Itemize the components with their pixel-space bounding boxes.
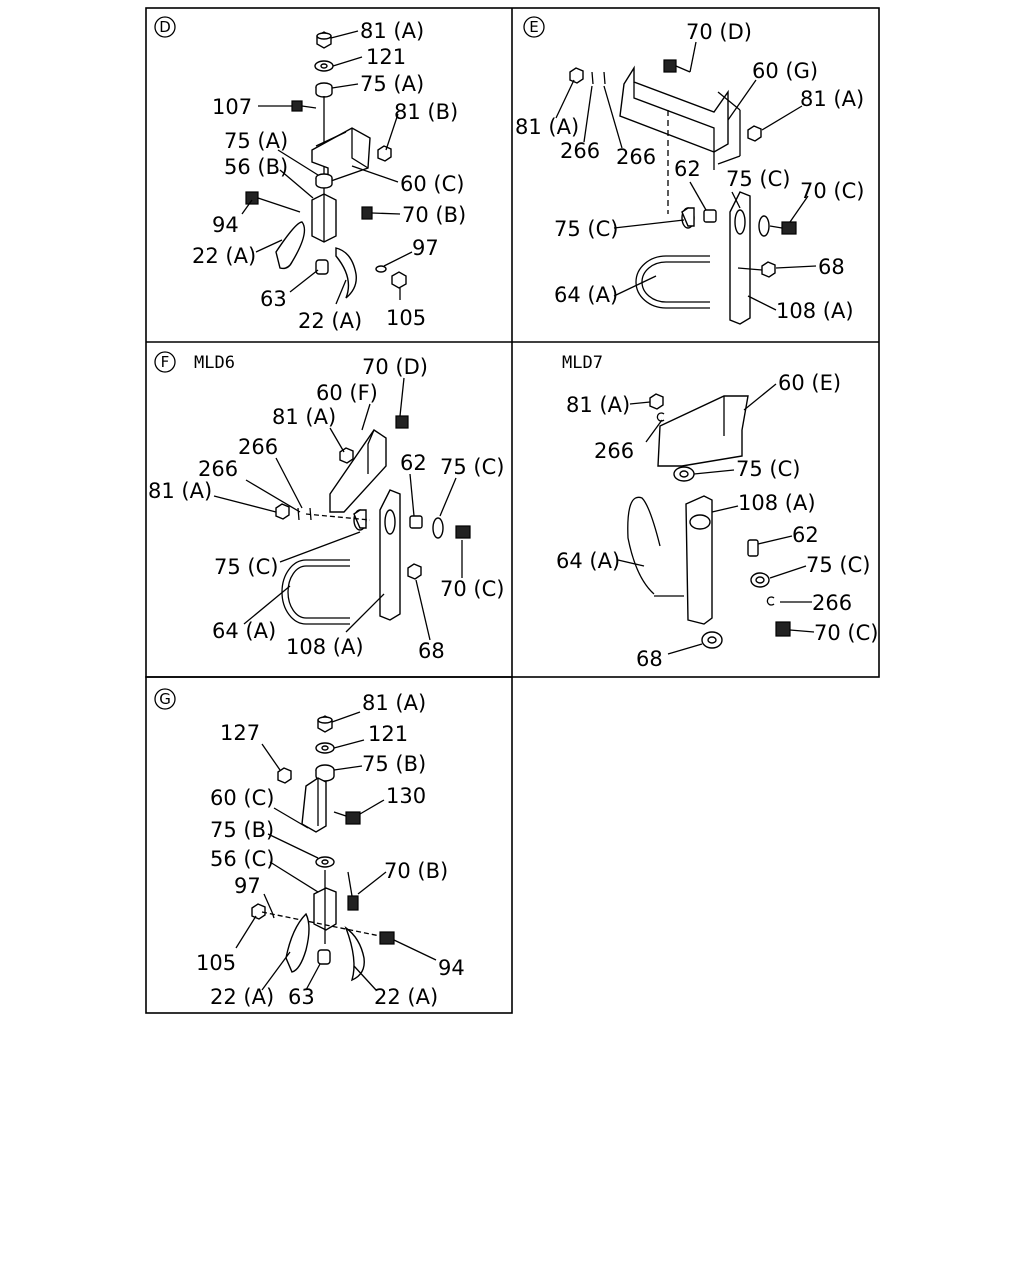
label-75c: 75 (C) — [736, 457, 800, 481]
panel-d-leaders — [241, 30, 413, 305]
label-94: 94 — [438, 956, 465, 980]
label-60c: 60 (C) — [400, 172, 464, 196]
label-81a: 81 (A) — [566, 393, 630, 417]
panel-f-letter: F — [161, 353, 170, 371]
label-266: 266 — [812, 591, 852, 615]
label-68: 68 — [636, 647, 663, 671]
panel-g-letter: G — [159, 690, 171, 708]
panel-mld7-leaders — [617, 383, 815, 655]
label-70d: 70 (D) — [686, 20, 752, 44]
label-81a: 81 (A) — [362, 691, 426, 715]
label-60e: 60 (E) — [778, 371, 841, 395]
label-22a: 22 (A) — [374, 985, 438, 1009]
panel-mld7: MLD7 — [556, 353, 878, 671]
label-70c: 70 (C) — [440, 577, 504, 601]
panel-e: E — [515, 16, 864, 325]
label-64a: 64 (A) — [554, 283, 618, 307]
label-75b: 75 (B) — [362, 752, 426, 776]
panel-d-letter: D — [159, 18, 171, 36]
label-22a: 22 (A) — [210, 985, 274, 1009]
panel-g-parts — [251, 715, 395, 982]
label-75b: 75 (B) — [210, 818, 274, 842]
panel-g: G — [154, 688, 465, 1009]
label-108a: 108 (A) — [286, 635, 364, 659]
panel-g-labels: 81 (A) 127 121 75 (B) 60 (C) 130 75 (B) … — [196, 691, 465, 1009]
label-81a: 81 (A) — [515, 115, 579, 139]
label-22a: 22 (A) — [192, 244, 256, 268]
label-56b: 56 (B) — [224, 155, 288, 179]
label-121: 121 — [368, 722, 408, 746]
label-266: 266 — [198, 457, 238, 481]
label-107: 107 — [212, 95, 252, 119]
label-60g: 60 (G) — [752, 59, 818, 83]
label-121: 121 — [366, 45, 406, 69]
panel-f-labels: 70 (D) 60 (F) 81 (A) 266 266 81 (A) 62 7… — [148, 355, 504, 663]
label-64a: 64 (A) — [556, 549, 620, 573]
panel-d-labels: 81 (A) 121 75 (A) 107 81 (B) 75 (A) 56 (… — [192, 19, 466, 333]
panel-e-letter: E — [529, 18, 538, 36]
label-70c: 70 (C) — [800, 179, 864, 203]
label-105: 105 — [386, 306, 426, 330]
label-81a: 81 (A) — [800, 87, 864, 111]
label-81a: 81 (A) — [148, 479, 212, 503]
label-108a: 108 (A) — [776, 299, 854, 323]
label-266: 266 — [560, 139, 600, 163]
label-97: 97 — [412, 236, 439, 260]
label-75c: 75 (C) — [806, 553, 870, 577]
label-97: 97 — [234, 874, 261, 898]
label-75a: 75 (A) — [224, 129, 288, 153]
label-266: 266 — [616, 145, 656, 169]
label-75c: 75 (C) — [214, 555, 278, 579]
label-68: 68 — [418, 639, 445, 663]
panel-d-parts — [245, 31, 407, 299]
label-94: 94 — [212, 213, 239, 237]
label-81a: 81 (A) — [360, 19, 424, 43]
label-75c: 75 (C) — [554, 217, 618, 241]
label-266: 266 — [238, 435, 278, 459]
label-130: 130 — [386, 784, 426, 808]
label-105: 105 — [196, 951, 236, 975]
label-62: 62 — [400, 451, 427, 475]
label-266: 266 — [594, 439, 634, 463]
label-62: 62 — [674, 157, 701, 181]
label-75c: 75 (C) — [726, 167, 790, 191]
panel-f-parts — [275, 415, 471, 625]
label-127: 127 — [220, 721, 260, 745]
label-75a: 75 (A) — [360, 72, 424, 96]
panel-d: D — [154, 16, 466, 333]
label-62: 62 — [792, 523, 819, 547]
panel-f-leaders — [213, 377, 463, 641]
label-70b: 70 (B) — [384, 859, 448, 883]
label-64a: 64 (A) — [212, 619, 276, 643]
panel-frames — [145, 7, 880, 1014]
label-70b: 70 (B) — [402, 203, 466, 227]
panel-f-model: MLD6 — [194, 353, 235, 373]
label-60f: 60 (F) — [316, 381, 378, 405]
panel-e-labels: 70 (D) 60 (G) 81 (A) 81 (A) 266 266 62 7… — [515, 20, 864, 323]
label-81b: 81 (B) — [394, 100, 458, 124]
label-63: 63 — [288, 985, 315, 1009]
label-70c: 70 (C) — [814, 621, 878, 645]
label-22a: 22 (A) — [298, 309, 362, 333]
panel-e-leaders — [555, 41, 817, 311]
panel-mld7-labels: 81 (A) 60 (E) 266 75 (C) 108 (A) 64 (A) … — [556, 371, 878, 671]
panel-mld7-model: MLD7 — [562, 353, 603, 373]
label-68: 68 — [818, 255, 845, 279]
label-70d: 70 (D) — [362, 355, 428, 379]
panel-e-parts — [569, 59, 797, 325]
label-63: 63 — [260, 287, 287, 311]
panel-g-leaders — [235, 711, 437, 991]
label-75c: 75 (C) — [440, 455, 504, 479]
label-81a: 81 (A) — [272, 405, 336, 429]
label-60c: 60 (C) — [210, 786, 274, 810]
label-56c: 56 (C) — [210, 847, 274, 871]
panel-f: F MLD6 — [148, 351, 504, 663]
panel-mld7-parts — [627, 393, 791, 649]
label-108a: 108 (A) — [738, 491, 816, 515]
